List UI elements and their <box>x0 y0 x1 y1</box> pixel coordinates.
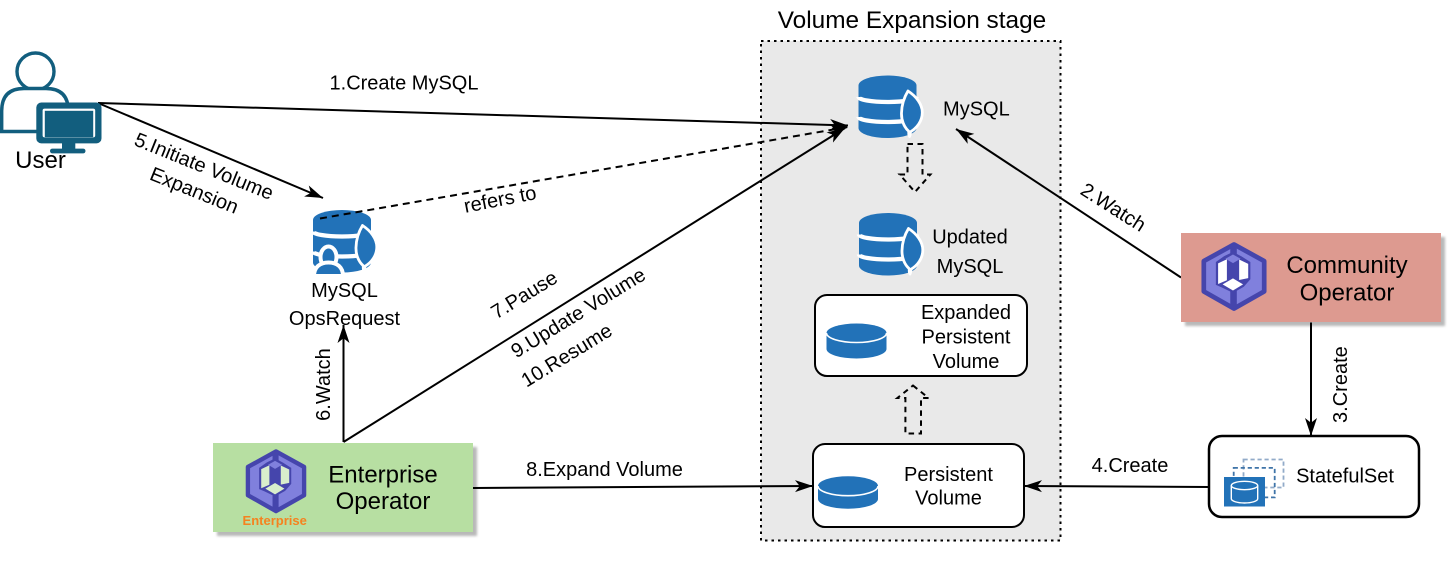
svg-text:Persistent: Persistent <box>922 327 1011 349</box>
svg-text:Enterprise: Enterprise <box>243 513 307 528</box>
svg-text:8.Expand Volume: 8.Expand Volume <box>526 459 683 481</box>
svg-text:Volume Expansion stage: Volume Expansion stage <box>778 7 1046 34</box>
svg-text:Expanded: Expanded <box>921 302 1011 324</box>
svg-text:Updated: Updated <box>932 227 1008 249</box>
svg-text:Enterprise: Enterprise <box>328 462 437 489</box>
svg-text:Operator: Operator <box>1300 279 1395 306</box>
svg-text:7.Pause: 7.Pause <box>487 267 561 324</box>
svg-text:Volume: Volume <box>915 487 982 509</box>
svg-text:1.Create MySQL: 1.Create MySQL <box>330 73 479 95</box>
svg-text:Volume: Volume <box>933 351 1000 373</box>
svg-text:MySQL: MySQL <box>943 99 1010 121</box>
svg-text:User: User <box>15 147 66 174</box>
svg-text:2.Watch: 2.Watch <box>1076 179 1149 237</box>
svg-text:MySQL: MySQL <box>937 256 1004 278</box>
svg-text:Persistent: Persistent <box>904 464 993 486</box>
svg-text:3.Create: 3.Create <box>1330 346 1352 423</box>
svg-text:MySQL: MySQL <box>311 280 378 302</box>
svg-text:4.Create: 4.Create <box>1092 455 1169 477</box>
svg-text:6.Watch: 6.Watch <box>313 348 335 421</box>
svg-text:OpsRequest: OpsRequest <box>289 308 401 330</box>
svg-text:Community: Community <box>1286 252 1407 279</box>
svg-text:StatefulSet: StatefulSet <box>1296 466 1394 488</box>
svg-text:Operator: Operator <box>336 488 431 515</box>
